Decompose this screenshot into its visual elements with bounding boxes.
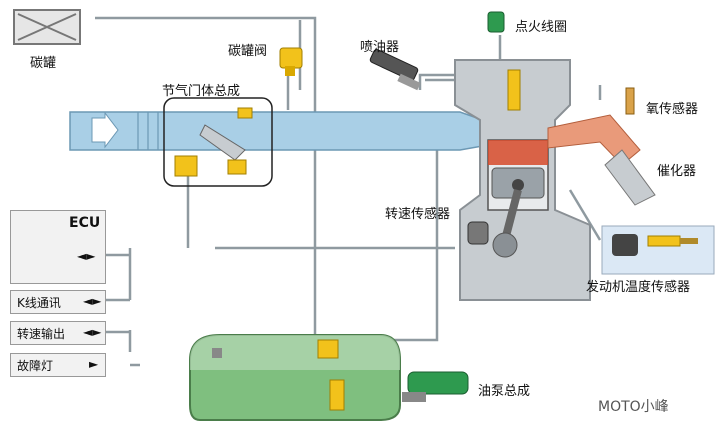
throttle-body-outline xyxy=(163,97,273,187)
right-arrow-icon: ► xyxy=(89,357,99,371)
temp-sensor-panel xyxy=(601,225,715,275)
ecu-title: ECU xyxy=(69,215,101,231)
oxygen-sensor xyxy=(625,87,635,115)
engine-block xyxy=(454,59,591,301)
ecu-port-fault-lamp: 故障灯 ► xyxy=(10,353,106,377)
speed-sensor-label: 转速传感器 xyxy=(385,207,451,222)
intake-pipe xyxy=(69,111,506,151)
speed-sensor xyxy=(467,221,489,245)
injector-label: 喷油器 xyxy=(360,40,400,55)
ecu-bus xyxy=(105,253,130,334)
ignition-coil xyxy=(487,11,505,33)
watermark: MOTO小峰 xyxy=(598,399,669,415)
catalyst-label: 催化器 xyxy=(657,164,697,179)
bidirectional-arrow-icon: ◄► xyxy=(83,325,102,339)
temp-sensor-label: 发动机温度传感器 xyxy=(586,280,691,295)
canister-valve-label: 碳罐阀 xyxy=(228,44,268,59)
injector xyxy=(369,48,421,91)
throttle-body xyxy=(174,107,253,177)
bidirectional-arrow-icon: ◄► xyxy=(83,294,102,308)
fuel-pump-assembly xyxy=(402,371,469,402)
ecu-port-k-line: K线通讯 ◄► xyxy=(10,290,106,314)
canister xyxy=(13,9,81,45)
wiring-harness xyxy=(95,16,602,367)
ecu-port-rpm-output: 转速输出 ◄► xyxy=(10,321,106,345)
ecu-port-label: 故障灯 xyxy=(17,359,54,373)
ecu-port-label: K线通讯 xyxy=(17,296,61,310)
exhaust-pipe xyxy=(547,114,656,206)
canister-label: 碳罐 xyxy=(30,56,57,71)
throttle-body-label: 节气门体总成 xyxy=(162,84,241,99)
oxygen-sensor-label: 氧传感器 xyxy=(646,102,699,117)
fuel-pump-label: 油泵总成 xyxy=(478,384,531,399)
ecu-arrow-icon: ◄► xyxy=(77,249,96,263)
fuel-tank xyxy=(189,334,401,421)
canister-valve xyxy=(279,47,303,76)
ecu-box: ECU ◄► xyxy=(10,210,106,284)
ecu-port-label: 转速输出 xyxy=(17,327,66,341)
ignition-coil-label: 点火线圈 xyxy=(515,20,568,35)
